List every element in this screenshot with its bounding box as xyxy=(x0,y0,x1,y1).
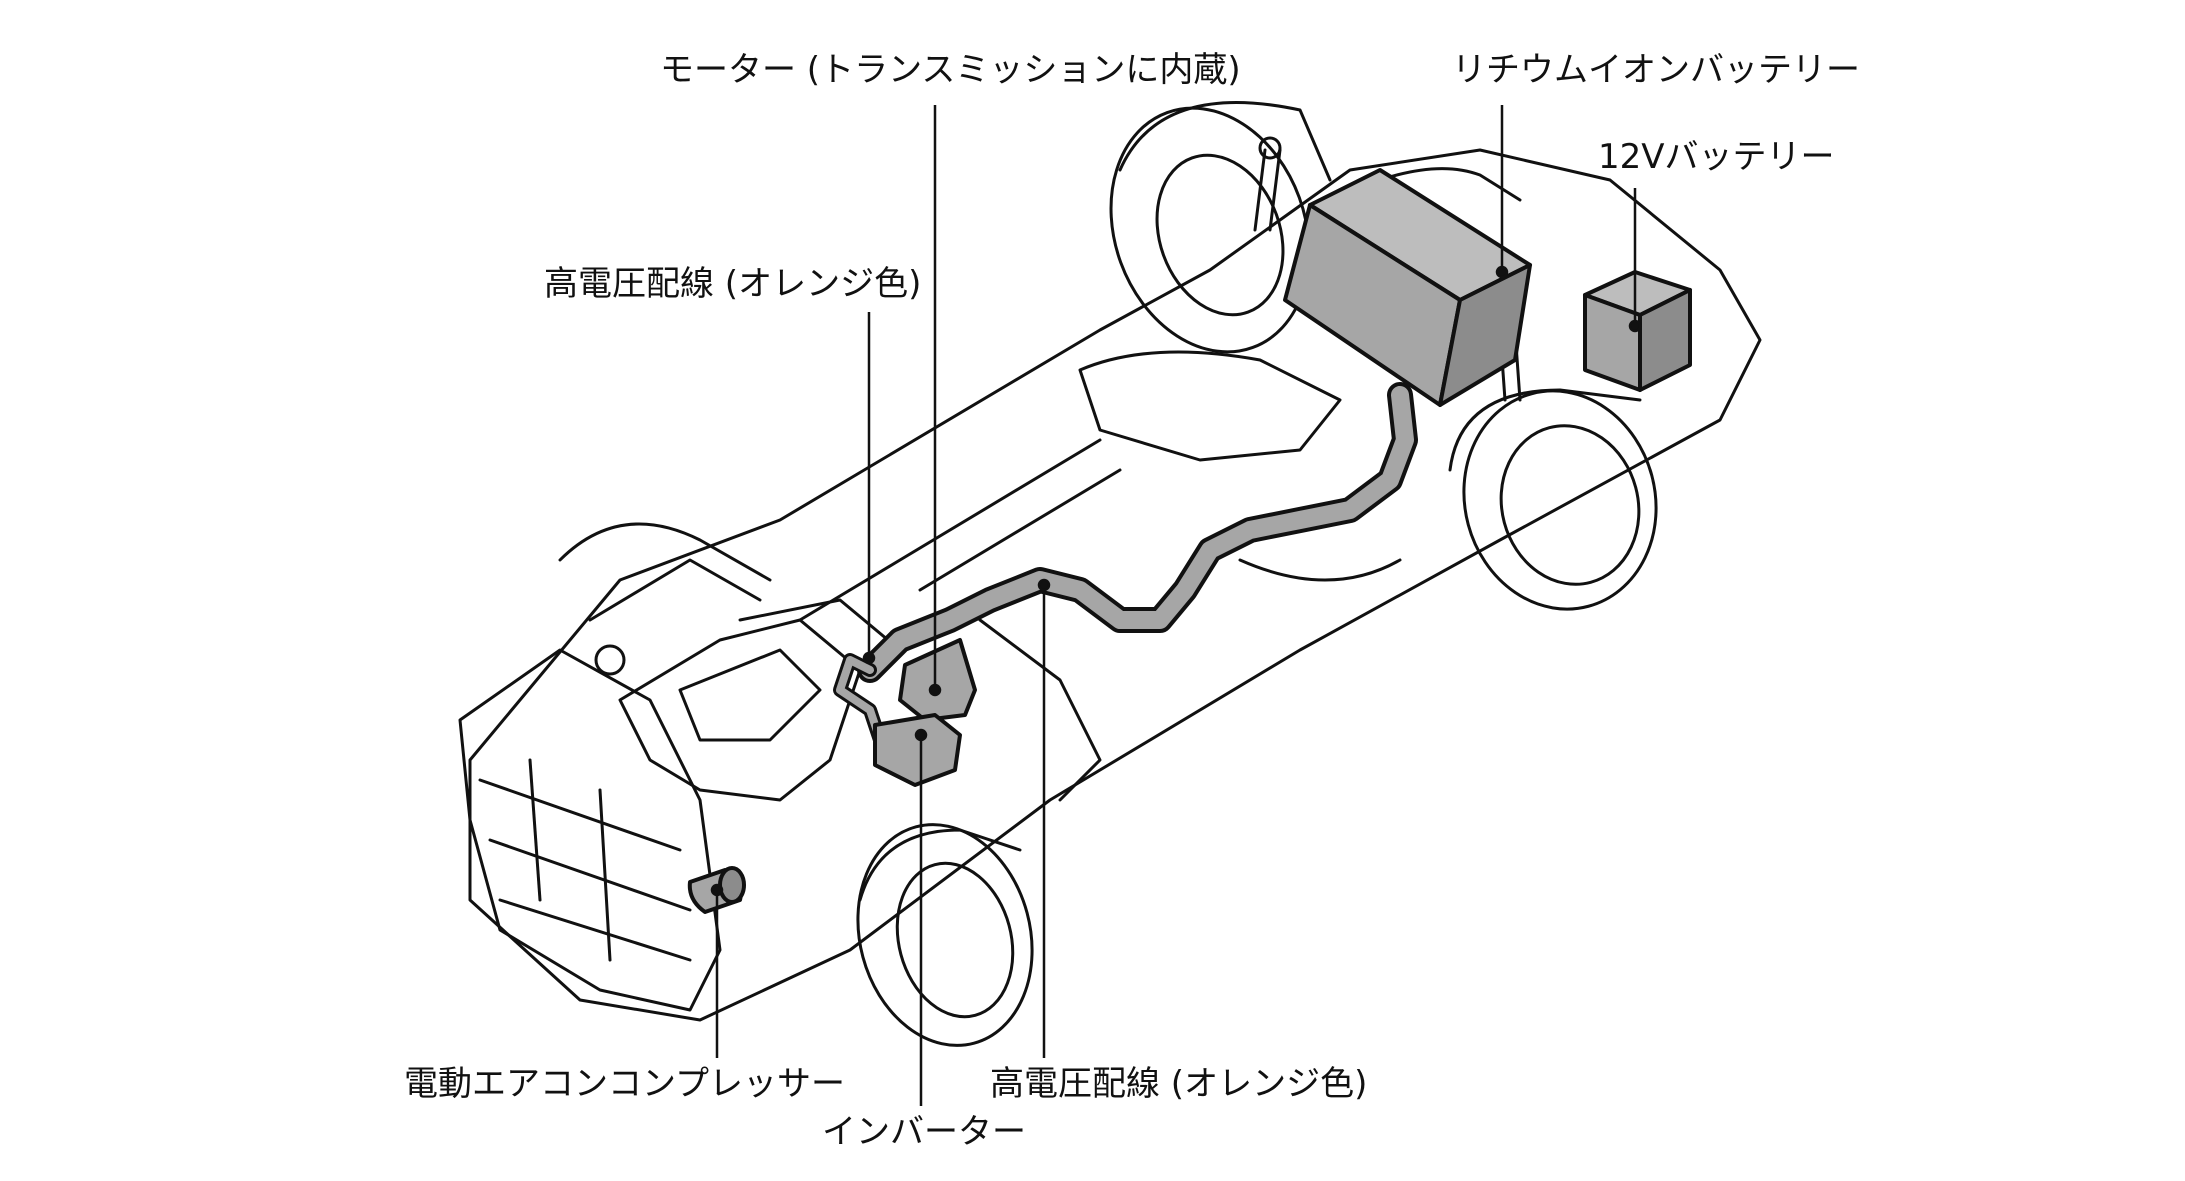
label-high-voltage-wiring-bottom: 高電圧配線 (オレンジ色) xyxy=(990,1064,1368,1104)
rear-right-wheel xyxy=(1448,388,1658,611)
high-voltage-wiring xyxy=(833,382,1418,747)
battery-12v xyxy=(1583,270,1692,392)
label-ac-compressor: 電動エアコンコンプレッサー xyxy=(404,1064,845,1104)
label-12v-battery: 12Vバッテリー xyxy=(1598,137,1835,177)
leader-dot-inverter xyxy=(914,728,928,742)
label-inverter: インバーター xyxy=(822,1112,1026,1152)
leader-dot-compressor xyxy=(710,883,724,897)
leader-dot-hv-top xyxy=(862,651,876,665)
label-motor: モーター (トランスミッションに内蔵) xyxy=(660,50,1241,90)
leader-dot-12v-battery xyxy=(1628,319,1642,333)
floor-tunnel xyxy=(798,350,1402,802)
inverter xyxy=(873,713,962,787)
rear-left-wheel xyxy=(1109,101,1332,354)
chassis-outline xyxy=(468,148,1762,1022)
leader-dot-motor xyxy=(928,683,942,697)
front-right-wheel xyxy=(856,823,1034,1047)
front-radiator xyxy=(458,648,722,1012)
leader-dot-hv-bottom xyxy=(1037,578,1051,592)
engine-bay xyxy=(558,522,902,802)
leader-dot-li-battery xyxy=(1495,265,1509,279)
label-high-voltage-wiring-top: 高電圧配線 (オレンジ色) xyxy=(544,264,922,304)
lithium-ion-battery xyxy=(1283,168,1532,407)
motor xyxy=(898,638,977,722)
rear-axle xyxy=(1378,167,1522,202)
label-lithium-ion-battery: リチウムイオンバッテリー xyxy=(1452,50,1860,90)
